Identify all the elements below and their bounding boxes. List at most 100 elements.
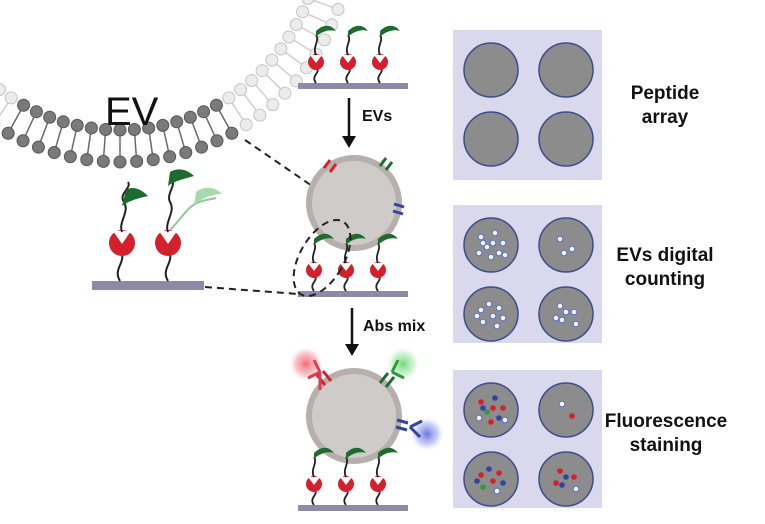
peptide-chain: [377, 34, 383, 56]
lipid-head-inner: [43, 110, 57, 124]
peptide-tag: [346, 447, 366, 459]
lipid-head-inner: [301, 0, 315, 5]
well: [463, 382, 519, 438]
right-panels: [453, 30, 602, 508]
left-peptide-faint: [169, 197, 217, 231]
lipid-head-inner: [234, 83, 248, 97]
lipid-head-outer: [1, 126, 15, 140]
fluor-dot: [496, 415, 502, 421]
peptide-tag: [316, 25, 336, 37]
middle-peptide-row-1: [298, 25, 408, 89]
panel-1-label-line1: Peptide: [630, 83, 700, 104]
ev-dot: [568, 245, 576, 253]
lipid-head-outer: [239, 118, 253, 132]
left-peptide-2: [166, 179, 174, 233]
fluor-dot: [474, 478, 480, 484]
fluor-dot: [558, 400, 566, 408]
left-substrate: [92, 281, 204, 290]
peptide-chain: [343, 456, 349, 478]
panel-2-label-line2: counting: [624, 269, 706, 290]
panel-1-label-line2: array: [641, 107, 689, 128]
fluor-dot: [496, 470, 502, 476]
peptide-chain: [345, 34, 351, 56]
step-abs-label: Abs mix: [363, 318, 426, 335]
lipid-head-inner: [99, 122, 113, 136]
peptide-chain: [311, 242, 317, 264]
peptide-chain: [313, 34, 319, 56]
ev-dot: [499, 314, 507, 322]
well: [538, 111, 594, 167]
arrow-1-head: [342, 136, 356, 148]
panel-2-label: EVs digital counting: [600, 244, 730, 292]
binder-pocket: [374, 55, 386, 63]
well: [463, 451, 519, 507]
left-peptide-1-tag: [122, 188, 148, 206]
lipid-head-inner: [29, 105, 43, 119]
lipid-head-outer: [31, 140, 45, 154]
lipid-head-outer: [266, 98, 280, 112]
ev-dot: [572, 320, 580, 328]
fluor-dot: [553, 480, 559, 486]
fluor-dot: [480, 405, 486, 411]
binder-pocket: [310, 55, 322, 63]
lipid-head-inner: [84, 121, 98, 135]
fluor-dot: [559, 482, 565, 488]
lipid-head-inner: [265, 53, 279, 67]
lipid-head-outer: [210, 134, 224, 148]
zoom-line-bottom: [204, 286, 299, 295]
ev-dot: [495, 304, 503, 312]
lipid-head-inner: [274, 42, 288, 56]
substrate-bar: [298, 83, 408, 89]
lipid-head-inner: [156, 118, 170, 132]
ev-dot: [556, 302, 564, 310]
fluor-dot: [488, 419, 494, 425]
lipid-head-inner: [127, 122, 141, 136]
middle-peptide-row-3: [298, 447, 408, 511]
ev-dot: [499, 239, 507, 247]
peptide-tag: [314, 233, 334, 245]
lipid-head-inner: [56, 115, 70, 129]
peptide-chain: [311, 456, 317, 478]
well: [538, 42, 594, 98]
binder-pocket: [372, 263, 384, 271]
left-peptide-faint-tag: [194, 187, 222, 206]
lipid-head-outer: [96, 154, 110, 168]
ev-dot: [483, 243, 491, 251]
peptide-tag: [314, 447, 334, 459]
middle-peptide-row-2: [298, 233, 408, 297]
lipid-head-outer: [331, 2, 345, 16]
ev-label: EV: [105, 90, 159, 134]
lipid-head-outer: [80, 153, 94, 167]
ev-dot: [473, 312, 481, 320]
lipid-head-outer: [47, 145, 61, 159]
lipid-head-outer: [113, 155, 127, 169]
peptide-chain: [375, 242, 381, 264]
left-substrate-group: [92, 169, 222, 290]
lipid-head-inner: [17, 98, 31, 112]
peptide-tag: [378, 233, 398, 245]
binder-pocket: [308, 477, 320, 485]
fluor-dot: [475, 414, 483, 422]
peptide-tag: [380, 25, 400, 37]
well: [463, 42, 519, 98]
step-evs-label: EVs: [362, 108, 393, 125]
lipid-head-inner: [0, 83, 6, 97]
ev-membrane-bilayer: [0, 0, 345, 169]
lipid-head-inner: [197, 105, 211, 119]
lipid-head-outer: [146, 153, 160, 167]
fluor-dot: [484, 409, 490, 415]
fluor-dot: [480, 484, 486, 490]
fluor-dot: [486, 466, 492, 472]
lipid-head-outer: [317, 33, 331, 47]
lipid-head-inner: [113, 123, 127, 137]
binder-pocket: [340, 263, 352, 271]
ev-dot: [558, 316, 566, 324]
ev-dot: [556, 235, 564, 243]
panel-3-label: Fluorescence staining: [596, 410, 736, 458]
ev-dot: [489, 312, 497, 320]
ev-dot: [477, 233, 485, 241]
well: [538, 382, 594, 438]
lipid-head-outer: [130, 154, 144, 168]
fluor-dot: [557, 468, 563, 474]
peptide-chain: [375, 456, 381, 478]
